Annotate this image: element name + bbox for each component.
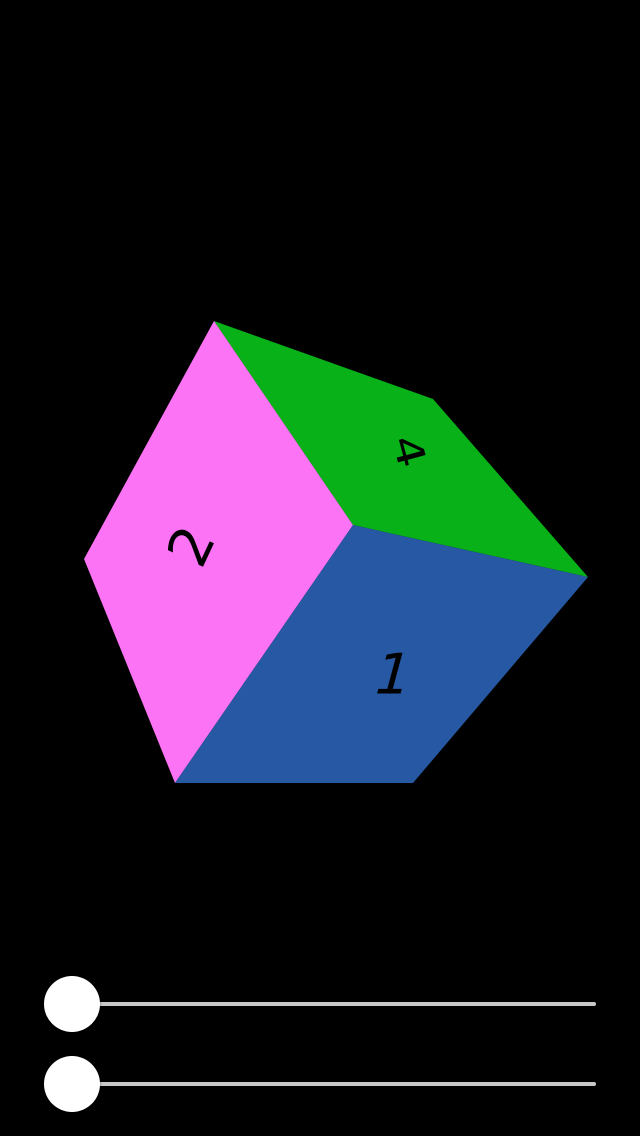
- cube-face-top: [214, 321, 588, 577]
- slider-thumb[interactable]: [44, 976, 100, 1032]
- rotation-slider-2[interactable]: [44, 1056, 596, 1112]
- rotation-slider-1[interactable]: [44, 976, 596, 1032]
- cube-face-front: [175, 525, 588, 783]
- slider-track[interactable]: [44, 1002, 596, 1006]
- slider-thumb[interactable]: [44, 1056, 100, 1112]
- cube-face-left: [84, 321, 353, 783]
- slider-track[interactable]: [44, 1082, 596, 1086]
